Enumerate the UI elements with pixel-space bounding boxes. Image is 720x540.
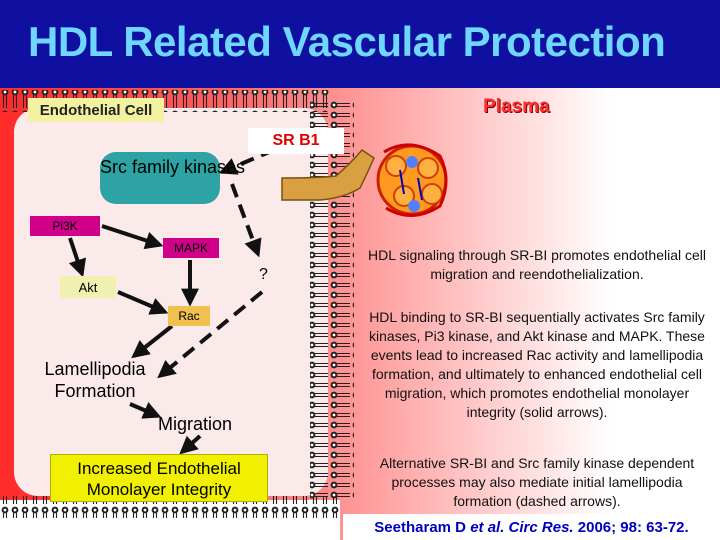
dashed-arrow-unknown-to-lamellipodia xyxy=(157,290,264,379)
increased-integrity-node: Increased Endothelial Monolayer Integrit… xyxy=(50,454,268,502)
citation-authors: Seetharam D xyxy=(374,518,467,536)
hdl-particle xyxy=(376,143,448,217)
description-paragraph-2: HDL binding to SR-BI sequentially activa… xyxy=(369,309,705,420)
unknown-node: ? xyxy=(259,266,268,283)
citation-etal: et al. xyxy=(470,518,505,536)
akt-node: Akt xyxy=(60,276,116,298)
src-family-kinases-node: Src family kinases xyxy=(100,152,245,204)
pi3k-node: Pi3K xyxy=(30,216,100,236)
arrow-pi3k-to-mapk xyxy=(101,224,164,250)
arrow-rac-to-lamellipodia xyxy=(131,324,174,359)
citation-journal: Circ Res. xyxy=(508,518,574,536)
plasma-label: Plasma xyxy=(483,96,550,117)
sr-b1-receptor xyxy=(281,149,375,201)
header-bar: HDL Related Vascular Protection xyxy=(0,0,720,88)
citation: Seetharam D et al. Circ Res. 2006; 98: 6… xyxy=(343,514,720,540)
mapk-node: MAPK xyxy=(163,238,219,258)
arrow-akt-to-rac xyxy=(117,290,169,315)
sr-b1-label: SR B1 xyxy=(248,128,344,154)
citation-details: 2006; 98: 63-72. xyxy=(577,518,689,536)
migration-node: Migration xyxy=(158,414,233,434)
arrow-pi3k-to-akt xyxy=(68,237,86,278)
description-paragraph-1: HDL signaling through SR-BI promotes end… xyxy=(368,247,706,282)
endothelial-cell-label: Endothelial Cell xyxy=(28,98,164,122)
lamellipodia-formation-node: Lamellipodia Formation xyxy=(44,359,146,401)
arrow-lamellipodia-to-migration xyxy=(129,402,162,419)
arrow-migration-to-integrity xyxy=(179,434,202,455)
rac-node: Rac xyxy=(168,306,210,326)
dashed-arrow-src-to-unknown xyxy=(230,183,262,258)
description-paragraph-3: Alternative SR-BI and Src family kinase … xyxy=(379,455,695,509)
slide-title: HDL Related Vascular Protection xyxy=(28,18,666,65)
